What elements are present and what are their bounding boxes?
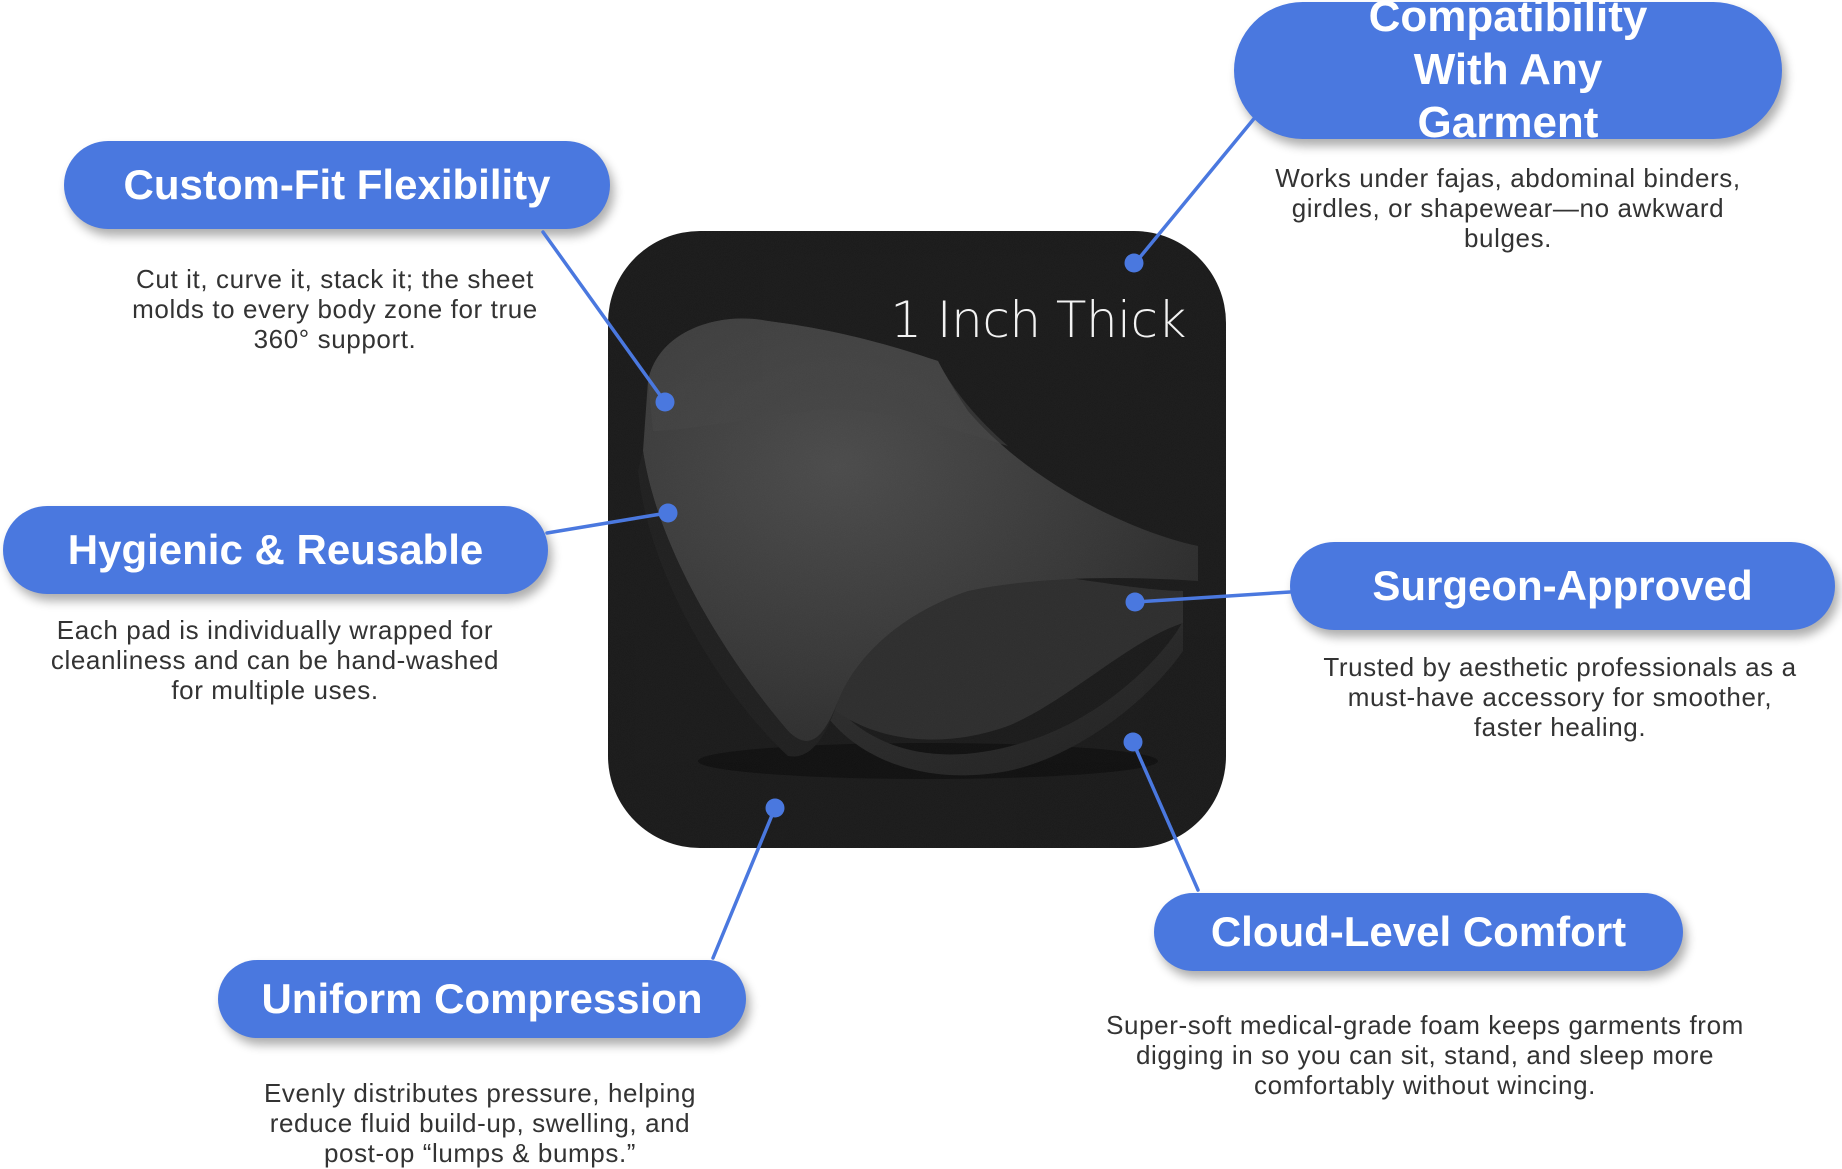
feature-pill-compatibility: Compatibility With Any Garment [1234,0,1782,147]
feature-description-cloud-comfort: Super-soft medical-grade foam keeps garm… [1106,1010,1744,1100]
thickness-label: 1 Inch Thick [890,291,1186,349]
feature-pill-uniform-compression: Uniform Compression [218,960,746,1038]
feature-title-hygienic: Hygienic & Reusable [67,525,484,573]
feature-description-compatibility: Works under fajas, abdominal binders, gi… [1275,163,1741,253]
feature-description-custom-fit: Cut it, curve it, stack it; the sheet mo… [132,264,538,354]
feature-pill-cloud-comfort: Cloud-Level Comfort [1154,893,1683,971]
foam-sheet-illustration [608,231,1226,848]
feature-title-cloud-comfort: Cloud-Level Comfort [1210,907,1627,955]
feature-title-custom-fit: Custom-Fit Flexibility [123,160,551,208]
feature-pill-custom-fit: Custom-Fit Flexibility [64,141,610,229]
feature-title-surgeon-approved: Surgeon-Approved [1372,561,1753,609]
feature-description-hygienic: Each pad is individually wrapped for cle… [50,615,500,705]
feature-pill-surgeon-approved: Surgeon-Approved [1290,542,1835,630]
feature-description-surgeon-approved: Trusted by aesthetic professionals as a … [1323,652,1797,742]
feature-pill-hygienic: Hygienic & Reusable [3,506,548,594]
product-image-panel: 1 Inch Thick [608,231,1226,848]
feature-title-compatibility: Compatibility With Any Garment [1368,0,1648,147]
feature-description-uniform-compression: Evenly distributes pressure, helping red… [263,1078,697,1168]
feature-title-uniform-compression: Uniform Compression [261,974,703,1022]
